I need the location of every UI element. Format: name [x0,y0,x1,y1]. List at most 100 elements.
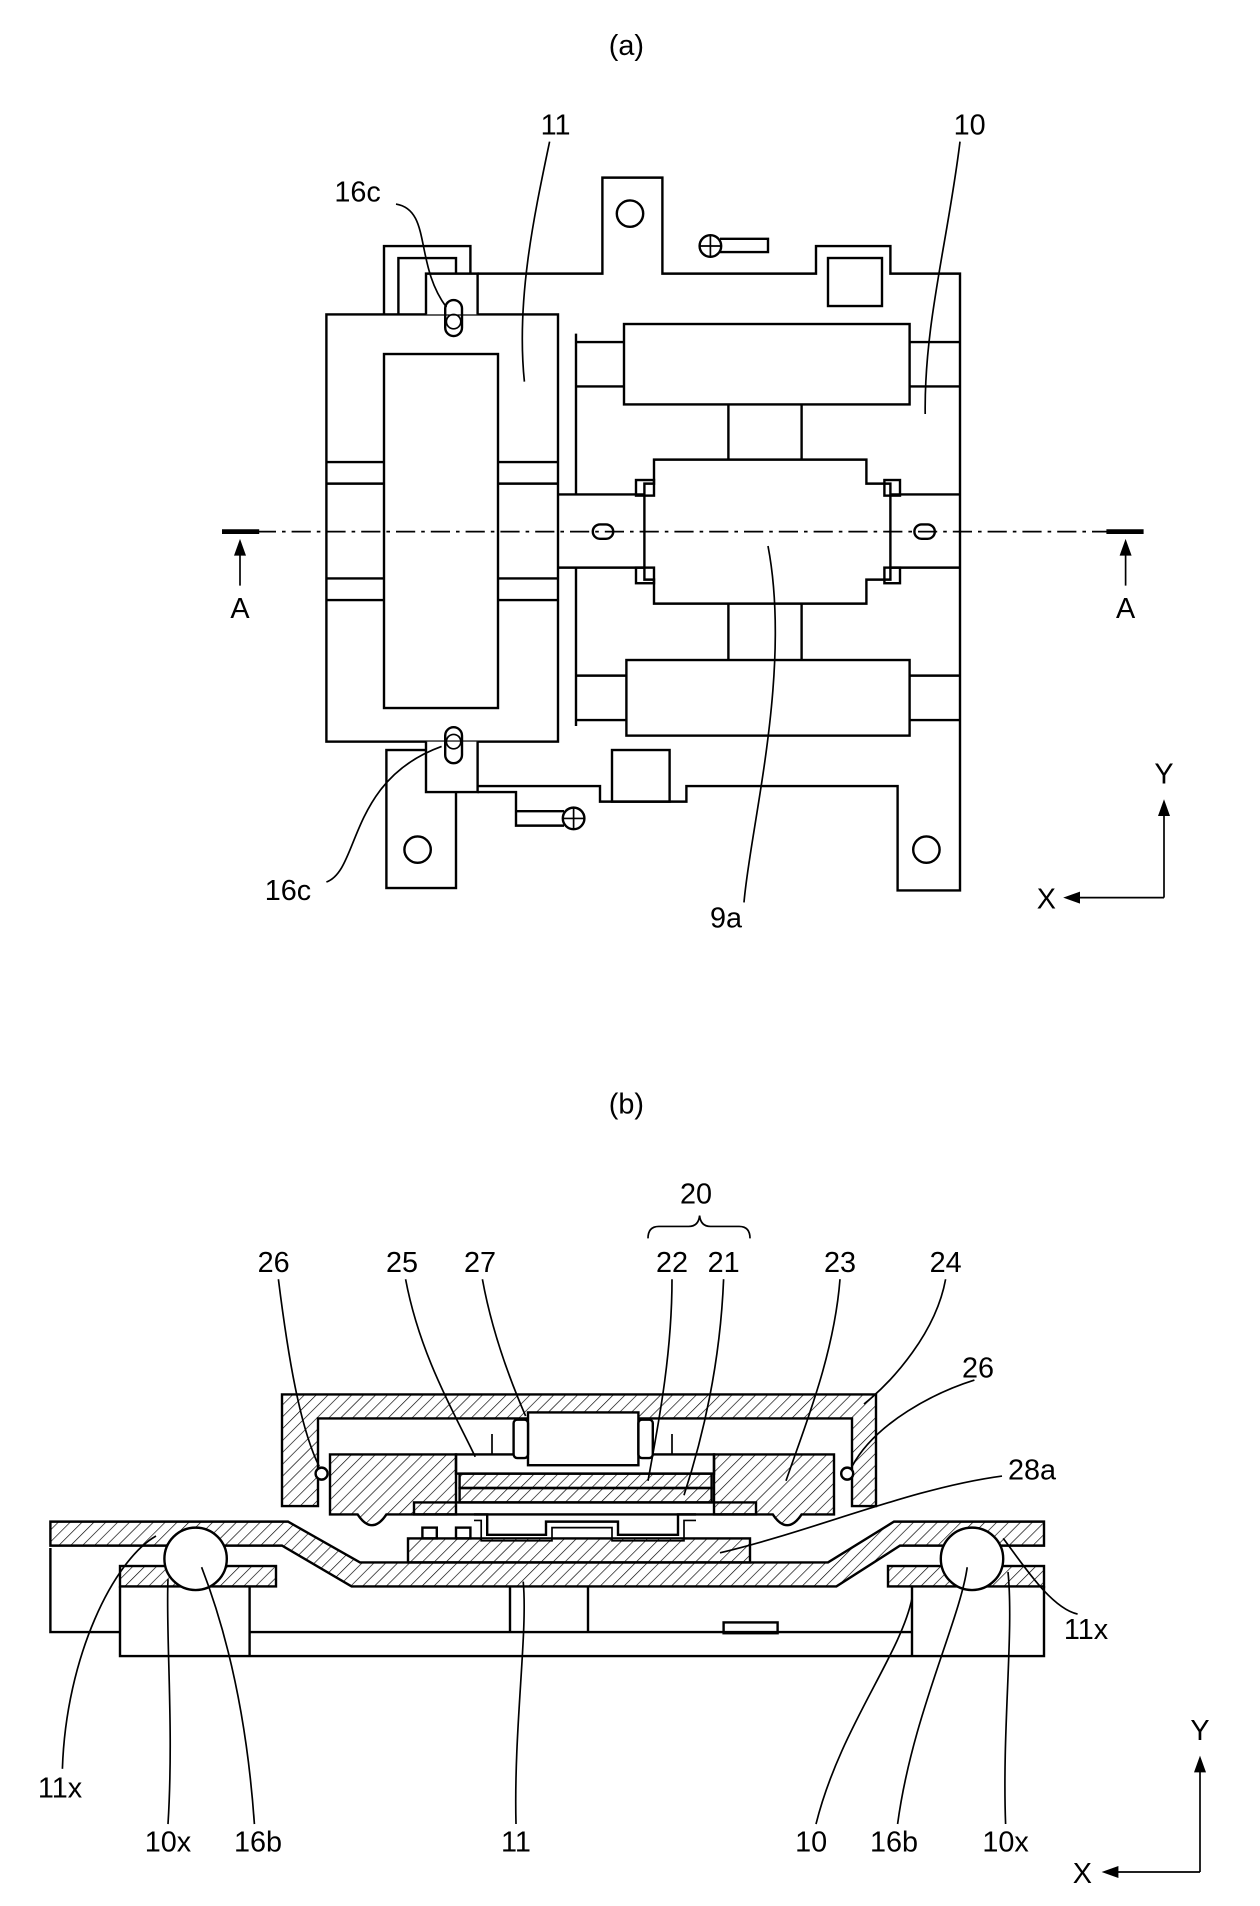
slot-16c-top [443,298,464,338]
leader-24 [863,1279,947,1405]
figure-a: (a) [222,30,1174,935]
label-10x-left: 10x [145,1827,192,1859]
label-23: 23 [824,1247,856,1279]
label-16b-left: 16b [234,1827,282,1859]
label-10-b: 10 [795,1827,827,1859]
layer-22 [458,1472,713,1490]
flex-spring [474,1513,696,1537]
leader-16c-bottom [326,745,442,883]
section-mark-left-arrowhead [234,538,246,556]
ball-26-right [839,1466,855,1481]
slot-16c-top-pin [445,313,462,330]
coil-27-end-right [637,1418,654,1460]
base-small-part [722,1621,779,1635]
leader-16c-top [395,203,448,308]
leader-28a [719,1475,1003,1554]
block-28a [406,1537,752,1564]
plate-11-rails [326,460,558,602]
plate-11-inner-rect [382,352,500,710]
figure-b: (b) [38,1089,1210,1890]
axis-a-x-label: X [1037,883,1056,915]
plate-11-tab-top [424,272,479,315]
axis-b-y-arrowhead [1194,1755,1206,1773]
section-mark-right-arrowhead [1119,538,1132,556]
axis-b-x-label: X [1073,1858,1092,1890]
mounting-hole-bottom-right [912,835,941,865]
label-16b-right: 16b [870,1827,918,1859]
tab-bottom-left [385,748,458,890]
label-26-left: 26 [258,1247,290,1279]
pin-arm-top [720,237,770,254]
label-11x-right: 11x [1064,1614,1109,1646]
figure-b-caption: (b) [609,1089,644,1121]
label-16c-top: 16c [334,177,380,209]
label-11-b: 11 [501,1827,531,1859]
label-11-a: 11 [541,109,571,141]
base-frame [412,1501,758,1516]
leader-11-b [514,1581,526,1825]
label-22: 22 [656,1247,688,1279]
leader-22 [647,1279,673,1481]
leader-27 [481,1279,527,1417]
leader-11-a [521,141,551,382]
ball-26-left [314,1466,329,1481]
axis-a-x-arrowhead [1063,891,1080,904]
figure-a-caption: (a) [609,30,644,62]
plate-10-outline [477,176,962,892]
coil-block-rails [576,340,960,722]
ball-16b-right [939,1526,1005,1592]
axis-b-y-label: Y [1190,1715,1209,1747]
label-section-a-left: A [230,593,250,625]
label-25: 25 [386,1247,418,1279]
leader-26-left [277,1279,320,1467]
label-24: 24 [930,1247,962,1279]
coil-block-upper [622,322,911,406]
leader-16b-left [200,1566,256,1825]
foot-2 [454,1526,472,1540]
foot-1 [421,1526,438,1540]
slot-16c-bottom [443,726,464,765]
coil-27-end-left [512,1418,530,1460]
ball-16b-left [163,1526,228,1592]
leader-26-right [851,1379,975,1467]
label-section-a-right: A [1116,593,1136,625]
plate-11-tab-bottom [424,741,479,794]
flex-spring-inner [474,1519,696,1542]
coil-block-lower [625,658,911,737]
notch-9a-4 [883,566,902,585]
leader-25 [404,1279,476,1458]
leader-11x-right [1002,1537,1078,1615]
axis-b-x-arrowhead [1101,1866,1119,1879]
plate-10-guide-lines [558,333,960,727]
label-20: 20 [680,1179,712,1211]
center-body-9a [643,458,892,605]
magnet-23-right [712,1453,836,1527]
leader-16b-right [896,1567,969,1825]
label-21: 21 [708,1247,740,1279]
brace-20 [647,1215,751,1239]
square-block-top [826,256,884,308]
leader-10x-left [166,1579,172,1825]
slot-16c-bottom-pin [445,733,462,750]
pin-bottom-cross [562,807,585,830]
leader-21 [683,1279,725,1496]
pin-arm-bottom [477,790,564,827]
square-block-bottom [610,748,671,803]
axis-a-y-label: Y [1154,759,1173,791]
label-28a: 28a [1008,1455,1057,1487]
label-26-right: 26 [962,1353,994,1385]
label-10x-right: 10x [982,1827,1029,1859]
leader-23 [785,1279,841,1482]
plate-11 [49,1520,1046,1588]
label-27: 27 [464,1247,496,1279]
mounting-hole-bottom-left [403,835,432,865]
mounting-hole-top [615,199,645,229]
plate-11 [325,313,560,743]
coil-27-supports [491,1434,673,1455]
leader-10-a [924,141,961,415]
coil-27 [526,1411,640,1467]
notch-9a-2 [883,478,902,497]
notch-9a-3 [634,566,656,585]
label-10-a: 10 [954,109,986,141]
